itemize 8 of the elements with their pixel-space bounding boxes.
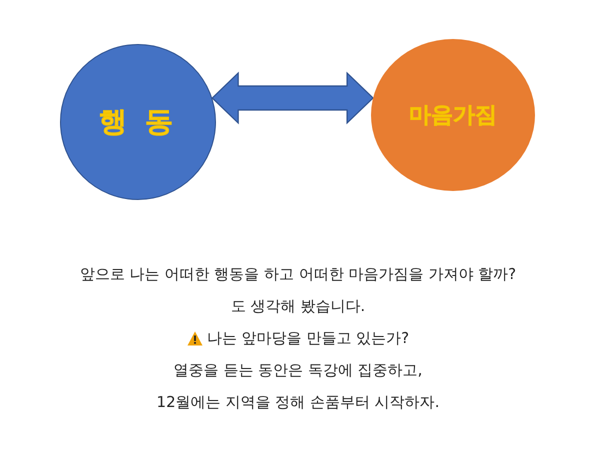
text-line: 열중을 듣는 동안은 독강에 집중하고,: [174, 360, 422, 380]
node-label: 행 동: [99, 104, 177, 140]
text-line: 나는 앞마당을 만들고 있는가?: [206, 328, 410, 348]
text-line: 앞으로 나는 어떠한 행동을 하고 어떠한 마음가짐을 가져야 할까?: [80, 264, 516, 284]
text-line: 12월에는 지역을 정해 손품부터 시작하자.: [156, 392, 440, 412]
text-line: 도 생각해 봤습니다.: [230, 296, 366, 316]
node-label: 마음가짐: [409, 102, 497, 130]
double-arrow: [211, 72, 374, 124]
